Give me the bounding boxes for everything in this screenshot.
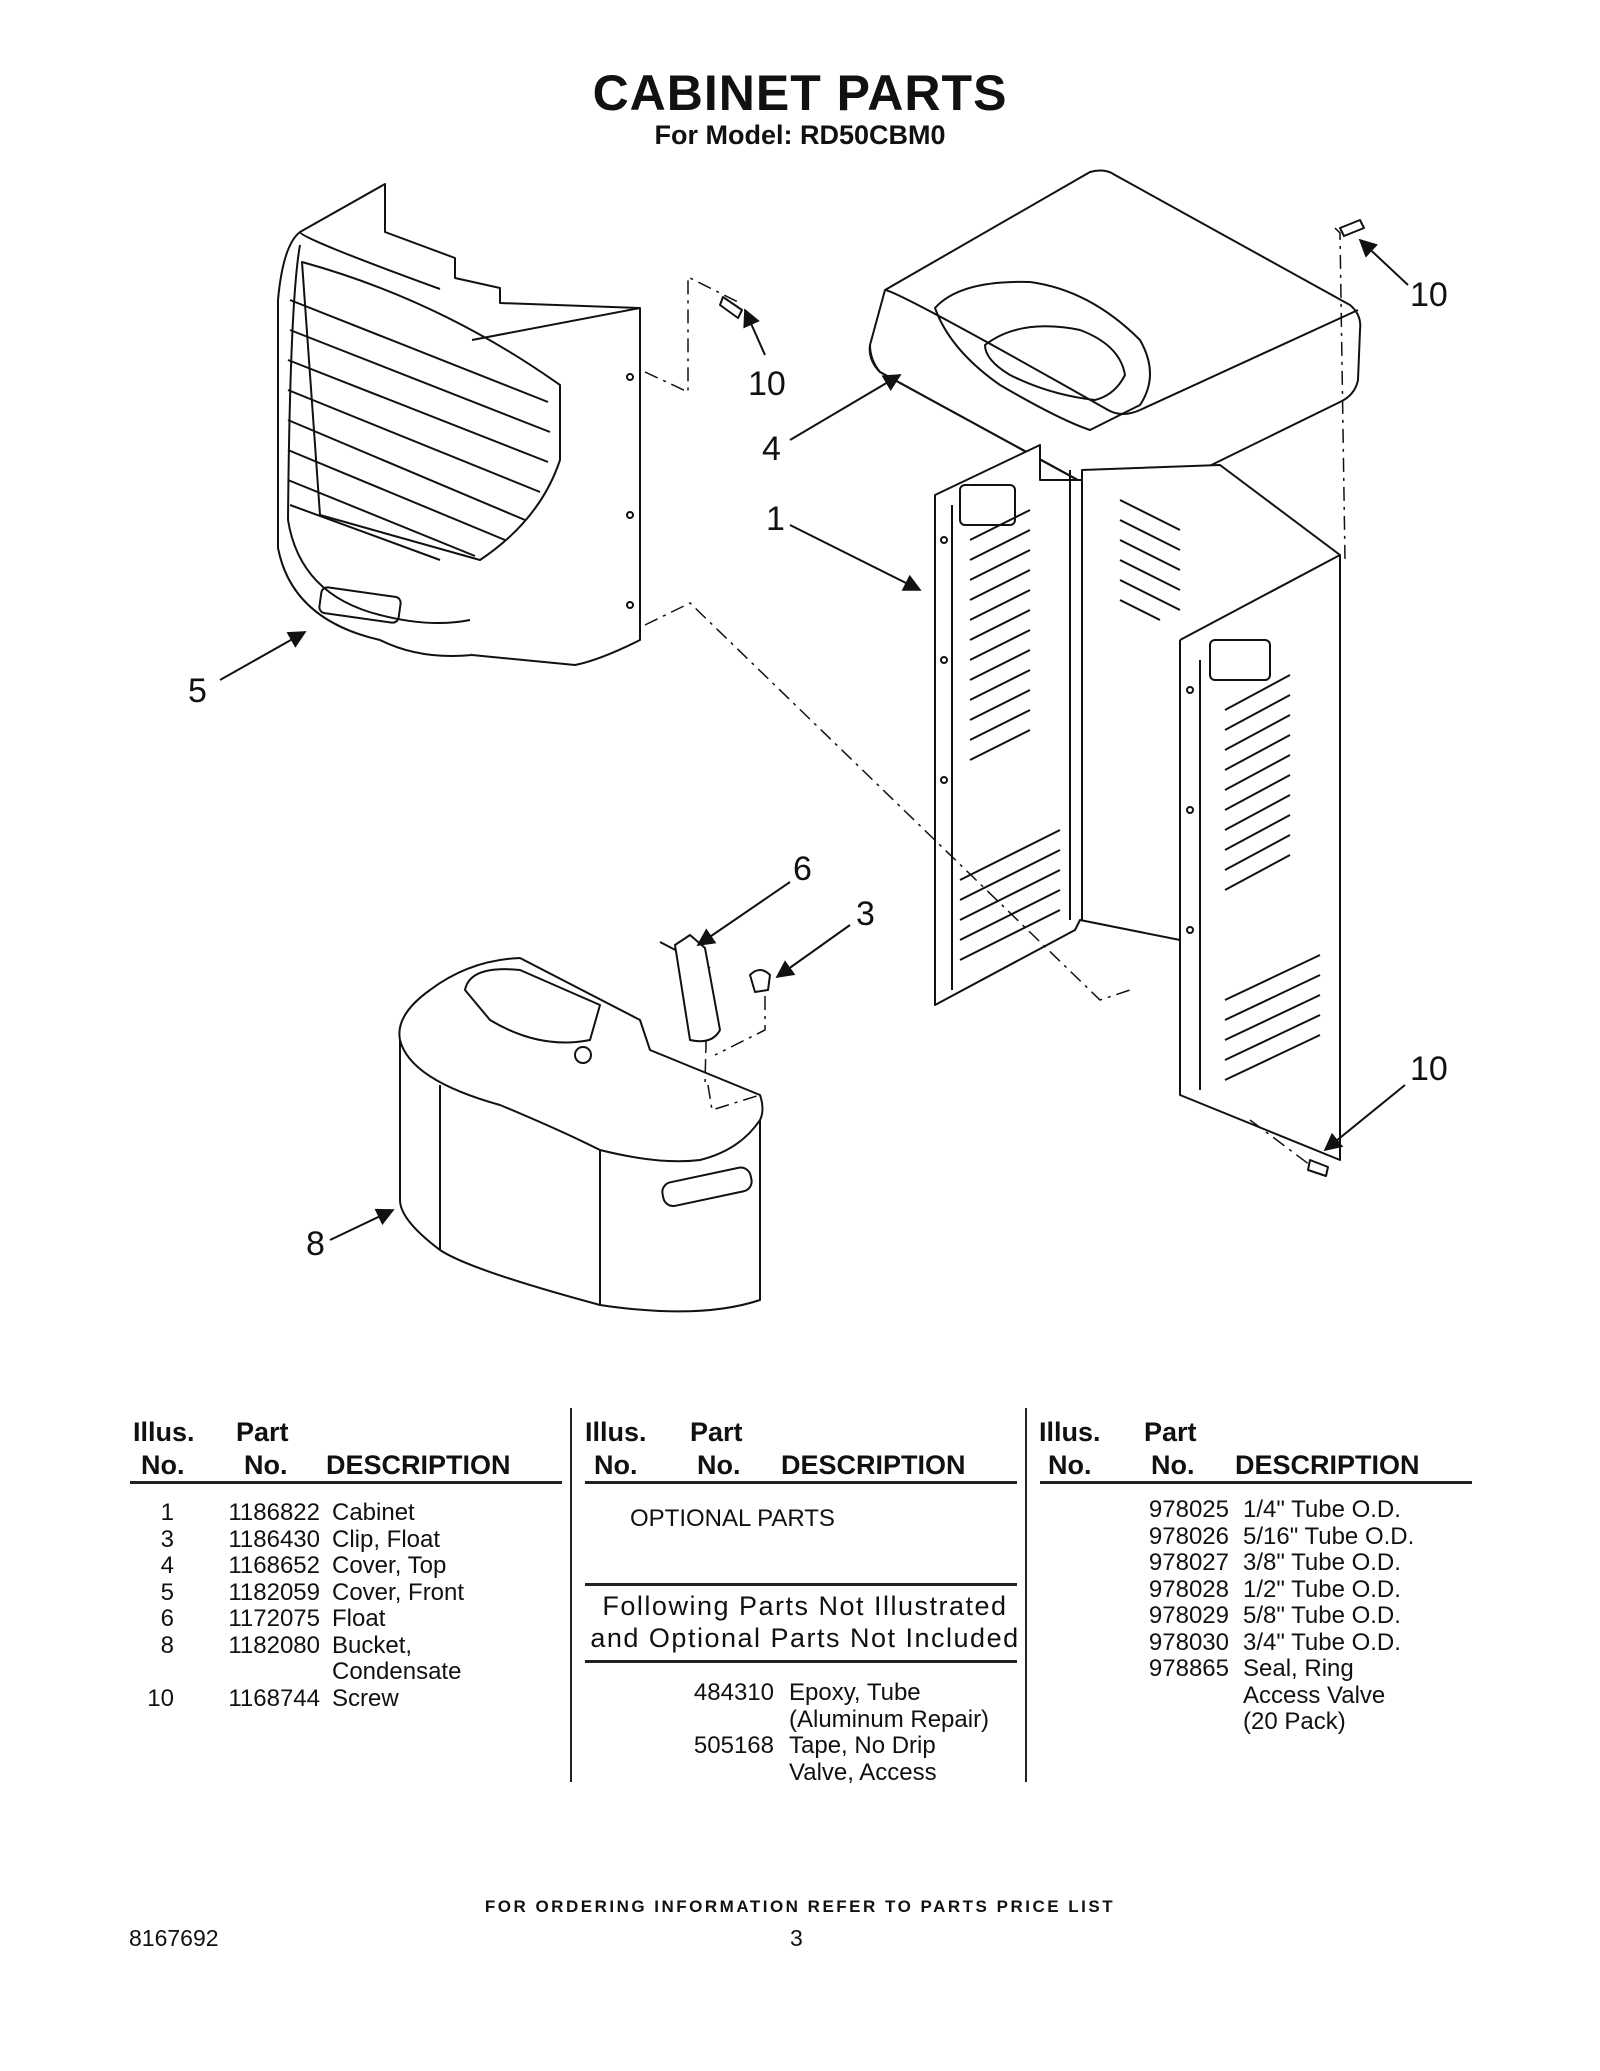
- part-description: Access Valve: [1243, 1681, 1386, 1709]
- part-number: 978865: [1148, 1655, 1229, 1682]
- part-number: 1182059: [228, 1578, 320, 1606]
- illus-number: 10: [147, 1684, 174, 1712]
- part-description: Bucket,: [332, 1631, 413, 1659]
- part-number: 1168744: [228, 1684, 320, 1712]
- part-number: 978026: [1148, 1522, 1229, 1550]
- header-description: DESCRIPTION: [1235, 1450, 1420, 1480]
- part-description: Condensate: [332, 1658, 462, 1685]
- illus-number: 6: [160, 1605, 174, 1632]
- part-number: 978025: [1148, 1496, 1229, 1523]
- part-description: Epoxy, Tube: [789, 1679, 921, 1706]
- header-part-no: No.: [697, 1450, 741, 1480]
- part-description: Float: [332, 1605, 386, 1632]
- column-divider: [570, 1408, 572, 1782]
- not-illustrated-note-line1: Following Parts Not Illustrated: [602, 1591, 1008, 1621]
- part-description: 5/8" Tube O.D.: [1243, 1602, 1401, 1629]
- part-number: 505168: [693, 1732, 774, 1759]
- part-description: 1/2" Tube O.D.: [1243, 1575, 1401, 1603]
- bucket-part: [398, 957, 764, 1313]
- page-number: 3: [790, 1925, 803, 1951]
- header-description: DESCRIPTION: [326, 1450, 511, 1480]
- header-rule: [130, 1481, 562, 1484]
- header-part: Part: [236, 1417, 289, 1447]
- ordering-note: FOR ORDERING INFORMATION REFER TO PARTS …: [484, 1897, 1116, 1916]
- callout-10-top-screw: 10: [1410, 276, 1448, 314]
- part-description: Screw: [332, 1684, 399, 1712]
- illus-number: 3: [160, 1525, 174, 1553]
- illus-number: 4: [160, 1552, 174, 1579]
- callout-1: 1: [766, 500, 785, 538]
- part-number: 978027: [1148, 1549, 1229, 1576]
- header-rule: [585, 1481, 1017, 1484]
- header-part-no: No.: [244, 1450, 288, 1480]
- part-number: 978028: [1148, 1575, 1229, 1603]
- callout-3: 3: [856, 895, 875, 933]
- callout-10-left-screw: 10: [748, 365, 786, 403]
- part-description: Cover, Top: [332, 1552, 447, 1579]
- part-description: Valve, Access: [789, 1758, 937, 1786]
- illus-number: 8: [160, 1631, 174, 1659]
- screw-parts: [719, 219, 1365, 1177]
- document-number: 8167692: [129, 1925, 219, 1951]
- part-description: (20 Pack): [1243, 1708, 1346, 1735]
- page-title: CABINET PARTS: [592, 65, 1008, 121]
- part-number: 1182080: [228, 1631, 320, 1659]
- header-illus-no: No.: [141, 1450, 185, 1480]
- not-illustrated-note-line2: and Optional Parts Not Included: [590, 1623, 1020, 1653]
- callout-6: 6: [793, 850, 812, 888]
- model-subtitle: For Model: RD50CBM0: [654, 120, 946, 150]
- header-illus: Illus.: [1039, 1417, 1101, 1447]
- illus-number: 1: [160, 1499, 174, 1526]
- header-part: Part: [690, 1417, 743, 1447]
- part-description: Clip, Float: [332, 1525, 441, 1553]
- part-number: 1172075: [228, 1605, 320, 1632]
- part-description: 3/4" Tube O.D.: [1243, 1628, 1401, 1656]
- column-divider: [1025, 1408, 1027, 1782]
- part-description: 5/16" Tube O.D.: [1243, 1522, 1415, 1550]
- part-number: 484310: [693, 1679, 774, 1706]
- optional-rule-top: [585, 1583, 1017, 1586]
- part-number: 1186822: [228, 1499, 320, 1526]
- front-cover-part: [277, 183, 641, 666]
- header-illus: Illus.: [585, 1417, 647, 1447]
- part-number: 978030: [1148, 1628, 1229, 1656]
- optional-parts-title: OPTIONAL PARTS: [630, 1505, 835, 1532]
- clip-part: [749, 969, 771, 993]
- part-description: Tape, No Drip: [789, 1732, 936, 1759]
- part-number: 1168652: [228, 1552, 320, 1579]
- callout-5: 5: [188, 672, 207, 710]
- illus-number: 5: [160, 1578, 174, 1606]
- part-description: Cabinet: [332, 1499, 415, 1526]
- header-illus-no: No.: [594, 1450, 638, 1480]
- header-illus-no: No.: [1048, 1450, 1092, 1480]
- header-rule: [1040, 1481, 1472, 1484]
- callout-10-bottom-screw: 10: [1410, 1050, 1448, 1088]
- header-description: DESCRIPTION: [781, 1450, 966, 1480]
- part-description: (Aluminum Repair): [789, 1705, 990, 1733]
- part-description: 1/4" Tube O.D.: [1243, 1496, 1401, 1523]
- callout-8: 8: [306, 1225, 325, 1263]
- header-part: Part: [1144, 1417, 1197, 1447]
- header-part-no: No.: [1151, 1450, 1195, 1480]
- float-part: [659, 934, 721, 1043]
- part-description: 3/8" Tube O.D.: [1243, 1549, 1401, 1576]
- cabinet-part: [934, 444, 1341, 1161]
- exploded-parts-diagram: [219, 169, 1409, 1313]
- part-description: Seal, Ring: [1243, 1655, 1354, 1682]
- header-illus: Illus.: [133, 1417, 195, 1447]
- part-description: Cover, Front: [332, 1578, 465, 1606]
- optional-rule-bottom: [585, 1660, 1017, 1663]
- part-number: 1186430: [228, 1525, 320, 1553]
- part-number: 978029: [1148, 1602, 1229, 1629]
- top-cover-part: [868, 169, 1362, 503]
- callout-4: 4: [762, 430, 781, 468]
